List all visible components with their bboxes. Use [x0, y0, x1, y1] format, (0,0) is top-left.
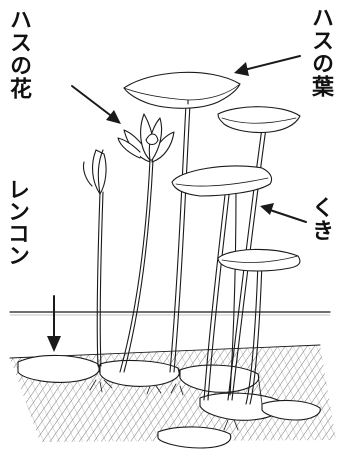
lotus-flower — [118, 114, 174, 162]
lotus-leaves — [124, 72, 300, 271]
label-lotus-leaf: ハスの葉 — [308, 6, 332, 98]
label-stem: くき — [308, 196, 332, 242]
label-rhizome: レンコン — [4, 178, 28, 266]
lotus-bud — [83, 150, 106, 194]
label-lotus-flower: ハスの花 — [6, 8, 30, 100]
